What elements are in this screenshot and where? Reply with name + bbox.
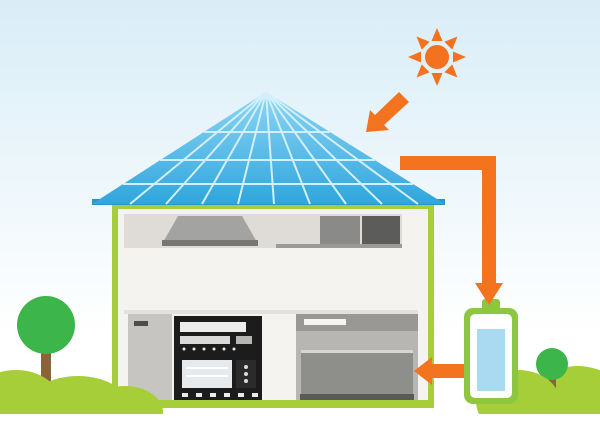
- cabinet-underside: [276, 244, 402, 248]
- arrow-roof-to-battery: [400, 156, 503, 305]
- tree-canopy: [536, 348, 568, 380]
- dishwasher-base: [300, 394, 414, 400]
- microwave-window-line: [186, 375, 228, 377]
- microwave-window-line: [186, 367, 228, 369]
- tree-canopy: [17, 296, 75, 354]
- energy-flow-arrows: [366, 92, 503, 385]
- roof-panel: [92, 92, 445, 204]
- solar-panel-grid: [123, 91, 419, 205]
- side-cabinet-handle: [134, 321, 148, 326]
- storage-battery: [464, 299, 518, 404]
- microwave-window: [182, 360, 232, 388]
- range-hood: [162, 216, 258, 244]
- oven-knob-panel: [236, 336, 252, 344]
- arrow-battery-to-appliances: [414, 357, 464, 385]
- tree: [17, 296, 75, 398]
- dishwasher-handle: [304, 319, 346, 325]
- kitchen-appliances: [128, 314, 418, 400]
- dishwasher: [296, 314, 418, 400]
- sun-icon: [408, 28, 466, 86]
- battery-charge-level: [477, 329, 505, 391]
- oven-buttons: [182, 347, 236, 351]
- sun-core: [425, 45, 449, 69]
- dishwasher-top-band: [296, 314, 418, 331]
- cabinet-door-dark: [320, 216, 360, 244]
- oven-microwave-stack: [174, 316, 262, 400]
- dishwasher-lower-panel: [301, 350, 413, 396]
- tree-trunk: [41, 345, 51, 398]
- dishwasher-groove: [301, 350, 413, 353]
- foreground-ground: [0, 414, 600, 429]
- house: [112, 203, 434, 408]
- cabinet-door-darker: [362, 216, 400, 244]
- oven-display-small: [180, 336, 230, 344]
- arrow-sun-to-roof: [366, 92, 409, 132]
- side-cabinet-unit: [128, 314, 172, 400]
- microwave-buttons: [244, 365, 248, 383]
- sun-rays: [408, 28, 466, 86]
- counter-top: [124, 310, 418, 314]
- range-hood-lip: [162, 240, 258, 246]
- drawer-dots: [182, 393, 258, 397]
- oven-display: [180, 322, 246, 332]
- solar-roof: [92, 91, 445, 205]
